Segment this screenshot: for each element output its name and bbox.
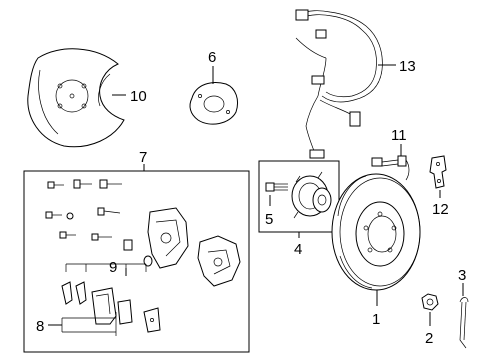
bolt-set-row-3 (59, 231, 153, 267)
callout-5: 5 (265, 211, 273, 228)
callout-2: 2 (425, 330, 433, 347)
hub-nut-part-2 (421, 293, 439, 311)
pad-shim-part-8 (61, 312, 117, 336)
callout-1: 1 (372, 311, 380, 328)
callout-9: 9 (109, 259, 117, 276)
cotter-pin-part-3 (459, 297, 469, 349)
callout-11: 11 (391, 127, 407, 144)
cover-plate-part-6 (189, 82, 239, 125)
callout-3: 3 (458, 267, 466, 284)
brake-rotor-part-1 (331, 173, 421, 291)
caliper-assembly-box (23, 170, 250, 353)
abs-sensor-harness-part-13 (295, 9, 383, 159)
callout-4: 4 (294, 241, 302, 258)
brake-pads (91, 287, 161, 333)
callout-13: 13 (399, 58, 416, 75)
dust-shield-part-10 (27, 48, 125, 148)
brake-hose-part-11 (371, 155, 410, 181)
callout-8: 8 (36, 318, 44, 335)
bracket-part-12 (429, 155, 447, 189)
callout-6: 6 (208, 49, 216, 66)
brake-caliper-body (147, 207, 241, 287)
callout-12: 12 (432, 201, 449, 218)
callout-7: 7 (139, 149, 147, 166)
bolt-set-row-1 (47, 179, 122, 189)
hub-bolt-part-5 (265, 182, 288, 192)
bolt-set-row-2 (45, 207, 121, 220)
wheel-hub-part-4 (291, 171, 332, 219)
callout-10: 10 (130, 88, 147, 105)
